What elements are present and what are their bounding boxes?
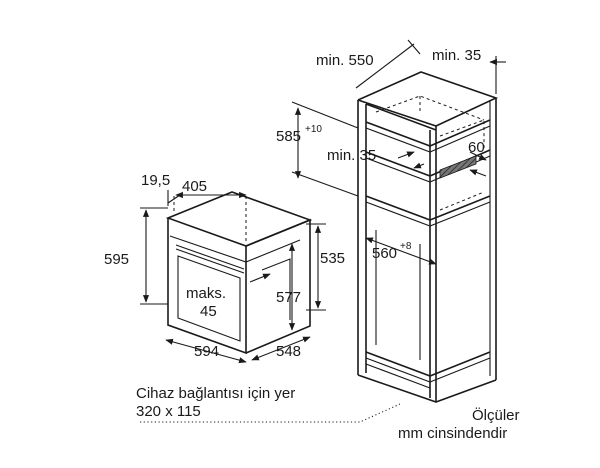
label-units-line1: Ölçüler: [472, 406, 520, 424]
label-niche-width-tol: +8: [400, 241, 412, 252]
label-oven-width: 594: [194, 343, 219, 360]
label-oven-inner-depth: 405: [182, 178, 207, 195]
label-connection-line2: 320 x 115: [136, 403, 201, 420]
label-min-gap: min. 35: [327, 147, 376, 164]
label-oven-inner-height: 577: [276, 289, 301, 306]
label-cabinet-min-depth: min. 550: [316, 52, 374, 69]
cabinet-dimensions: [291, 39, 506, 265]
oven-drawing: [165, 191, 313, 355]
label-oven-depth: 548: [276, 343, 301, 360]
oven-dimensions: [140, 190, 326, 364]
label-cabinet-min-rear: min. 35: [432, 47, 481, 64]
label-niche-width: 560: [372, 245, 397, 262]
label-niche-height-tol: +10: [305, 124, 322, 135]
label-max-line2: 45: [200, 303, 217, 320]
label-connection-line1: Cihaz bağlantısı için yer: [136, 385, 295, 402]
labels: 19,5 405 595 maks. 45 594 548 577 535 mi…: [104, 47, 520, 442]
label-niche-height: 585: [276, 128, 301, 145]
label-max-line1: maks.: [186, 285, 226, 302]
label-oven-front-height: 535: [320, 250, 345, 267]
label-vent: 60: [468, 139, 485, 156]
label-oven-height: 595: [104, 251, 129, 268]
label-units-line2: mm cinsindendir: [398, 425, 507, 442]
label-oven-depth-offset: 19,5: [141, 172, 170, 189]
cabinet-drawing: [357, 71, 499, 403]
